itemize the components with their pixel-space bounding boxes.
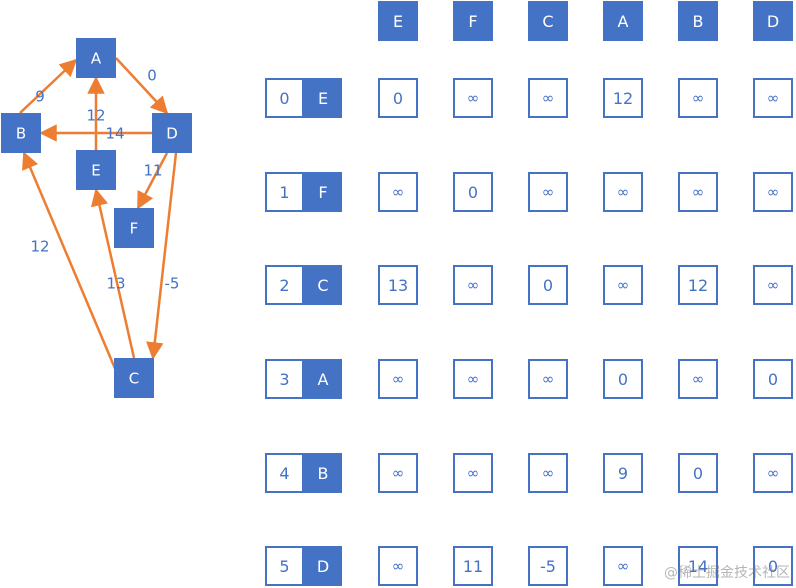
row-label-a: A — [304, 359, 342, 399]
edge-weight-label: 13 — [106, 275, 125, 293]
edge-d-c — [146, 152, 178, 360]
column-header-e: E — [378, 1, 418, 41]
row-index: 0 — [265, 78, 304, 118]
row-label-d: D — [304, 546, 342, 586]
edge-weight-label: 12 — [30, 238, 49, 256]
matrix-cell: 9 — [603, 453, 643, 493]
edge-weight-label: 11 — [143, 162, 162, 180]
graph-node-b: B — [1, 113, 41, 153]
graph-node-c: C — [114, 358, 154, 398]
graph-node-f: F — [114, 208, 154, 248]
graph-node-a: A — [76, 38, 116, 78]
row-label-f: F — [304, 172, 342, 212]
edge-weight-label: 0 — [147, 67, 157, 85]
matrix-cell: 14 — [678, 546, 718, 586]
column-header-f: F — [453, 1, 493, 41]
matrix-cell: 0 — [753, 546, 793, 586]
matrix-cell: ∞ — [753, 78, 793, 118]
row-index: 2 — [265, 265, 304, 305]
matrix-cell: ∞ — [528, 78, 568, 118]
row-index: 5 — [265, 546, 304, 586]
graph-node-d: D — [152, 113, 192, 153]
matrix-cell: ∞ — [453, 78, 493, 118]
edge-c-e — [90, 188, 136, 359]
svg-text:C: C — [129, 370, 139, 388]
matrix-cell: ∞ — [378, 546, 418, 586]
row-label-e: E — [304, 78, 342, 118]
matrix-cell: 0 — [753, 359, 793, 399]
edge-a-d — [115, 57, 169, 115]
column-header-a: A — [603, 1, 643, 41]
matrix-cell: ∞ — [678, 172, 718, 212]
edge-weight-label: 9 — [35, 88, 45, 106]
matrix-cell: ∞ — [528, 172, 568, 212]
matrix-cell: 0 — [678, 453, 718, 493]
column-header-c: C — [528, 1, 568, 41]
edge-b-a — [19, 58, 78, 114]
matrix-cell: ∞ — [378, 453, 418, 493]
matrix-cell: 12 — [603, 78, 643, 118]
svg-text:E: E — [91, 162, 100, 180]
edge-weight-label: 14 — [105, 125, 124, 143]
matrix-cell: ∞ — [378, 172, 418, 212]
matrix-cell: ∞ — [453, 359, 493, 399]
svg-text:F: F — [130, 220, 139, 238]
matrix-cell: 11 — [453, 546, 493, 586]
matrix-cell: ∞ — [378, 359, 418, 399]
matrix-cell: 0 — [453, 172, 493, 212]
matrix-cell: ∞ — [528, 359, 568, 399]
row-index: 1 — [265, 172, 304, 212]
matrix-cell: -5 — [528, 546, 568, 586]
matrix-cell: 12 — [678, 265, 718, 305]
matrix-cell: ∞ — [603, 172, 643, 212]
row-label-c: C — [304, 265, 342, 305]
matrix-cell: 0 — [528, 265, 568, 305]
svg-text:D: D — [166, 125, 178, 143]
matrix-cell: ∞ — [753, 172, 793, 212]
svg-text:B: B — [16, 125, 26, 143]
matrix-cell: ∞ — [603, 265, 643, 305]
matrix-cell: ∞ — [528, 453, 568, 493]
matrix-cell: 0 — [603, 359, 643, 399]
matrix-cell: ∞ — [753, 265, 793, 305]
matrix-cell: ∞ — [678, 78, 718, 118]
row-index: 3 — [265, 359, 304, 399]
matrix-cell: 0 — [378, 78, 418, 118]
matrix-cell: ∞ — [603, 546, 643, 586]
edge-c-b — [22, 151, 121, 379]
column-header-b: B — [678, 1, 718, 41]
row-index: 4 — [265, 453, 304, 493]
svg-text:A: A — [91, 50, 102, 68]
edge-d-f — [136, 152, 169, 210]
edge-weight-label: -5 — [165, 275, 180, 293]
watermark: @稀土掘金技术社区 — [664, 565, 790, 581]
graph-node-e: E — [76, 150, 116, 190]
matrix-cell: ∞ — [453, 265, 493, 305]
matrix-cell: ∞ — [453, 453, 493, 493]
edge-weight-label: 12 — [86, 107, 105, 125]
matrix-cell: ∞ — [678, 359, 718, 399]
matrix-cell: ∞ — [753, 453, 793, 493]
matrix-cell: 13 — [378, 265, 418, 305]
row-label-b: B — [304, 453, 342, 493]
column-header-d: D — [753, 1, 793, 41]
